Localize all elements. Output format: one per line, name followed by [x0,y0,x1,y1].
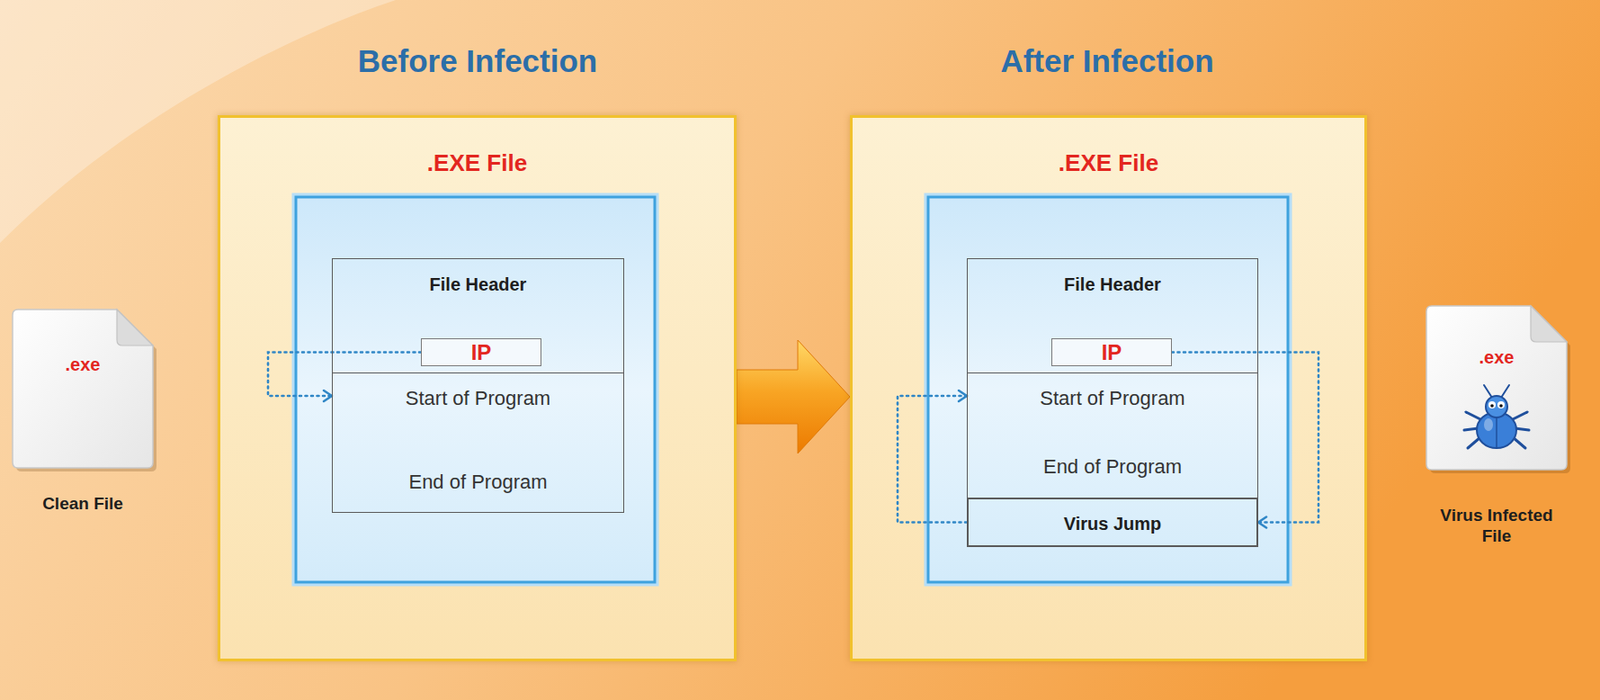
page-outline [1426,305,1573,475]
virus-return-jump [897,395,967,523]
blue-frame [928,196,1288,582]
panel-title: .EXE File [1058,149,1159,178]
clean-file-icon: .exeClean File [12,309,153,468]
file-extension: .exe [65,353,101,376]
file-caption: Virus Infected File [1429,505,1565,547]
file-extension: .exe [1479,346,1515,368]
file-header-cell: File HeaderIP [966,258,1259,374]
ip-field: IP [420,338,542,367]
panel-title: .EXE File [427,149,528,178]
panel-fill [849,115,1368,662]
program-end: End of Program [408,470,547,494]
cell-heading: File Header [1063,273,1162,295]
page-body [12,309,153,468]
page-fold [116,309,153,346]
ip-text: IP [471,339,492,367]
section-title: Before Infection [207,42,748,81]
panel-fill [217,115,737,662]
blue-frame [295,196,655,582]
exe-file-panel: .EXE FileFile HeaderIPStart of ProgramEn… [849,115,1368,662]
program-end: End of Program [1043,455,1182,479]
infection-arrow [736,339,850,454]
exe-file-panel: .EXE FileFile HeaderIPStart of ProgramEn… [217,115,737,662]
page-outline [12,309,159,474]
section-title: After Infection [837,42,1377,81]
cell-heading: File Header [429,273,528,295]
virus-jump-cell: Virus Jump [966,497,1259,547]
file-header-cell: File HeaderIP [331,258,625,374]
program-body-cell: Start of ProgramEnd of Program [966,373,1259,498]
virus-jump-text: Virus Jump [1063,512,1163,535]
page-fold [1530,305,1567,342]
file-caption: Clean File [42,493,124,515]
page-body [1426,305,1567,470]
program-start: Start of Program [405,386,551,411]
ip-field: IP [1051,338,1172,367]
program-start: Start of Program [1039,386,1185,411]
ip-text: IP [1101,339,1123,367]
entry-pointer [268,352,421,397]
blue-frame-glow [295,196,655,582]
blue-frame-glow [928,196,1288,582]
program-body-cell: Start of ProgramEnd of Program [331,373,625,513]
virus-bug [1464,384,1529,448]
infected-file-icon: .exeVirus Infected File [1426,305,1567,470]
